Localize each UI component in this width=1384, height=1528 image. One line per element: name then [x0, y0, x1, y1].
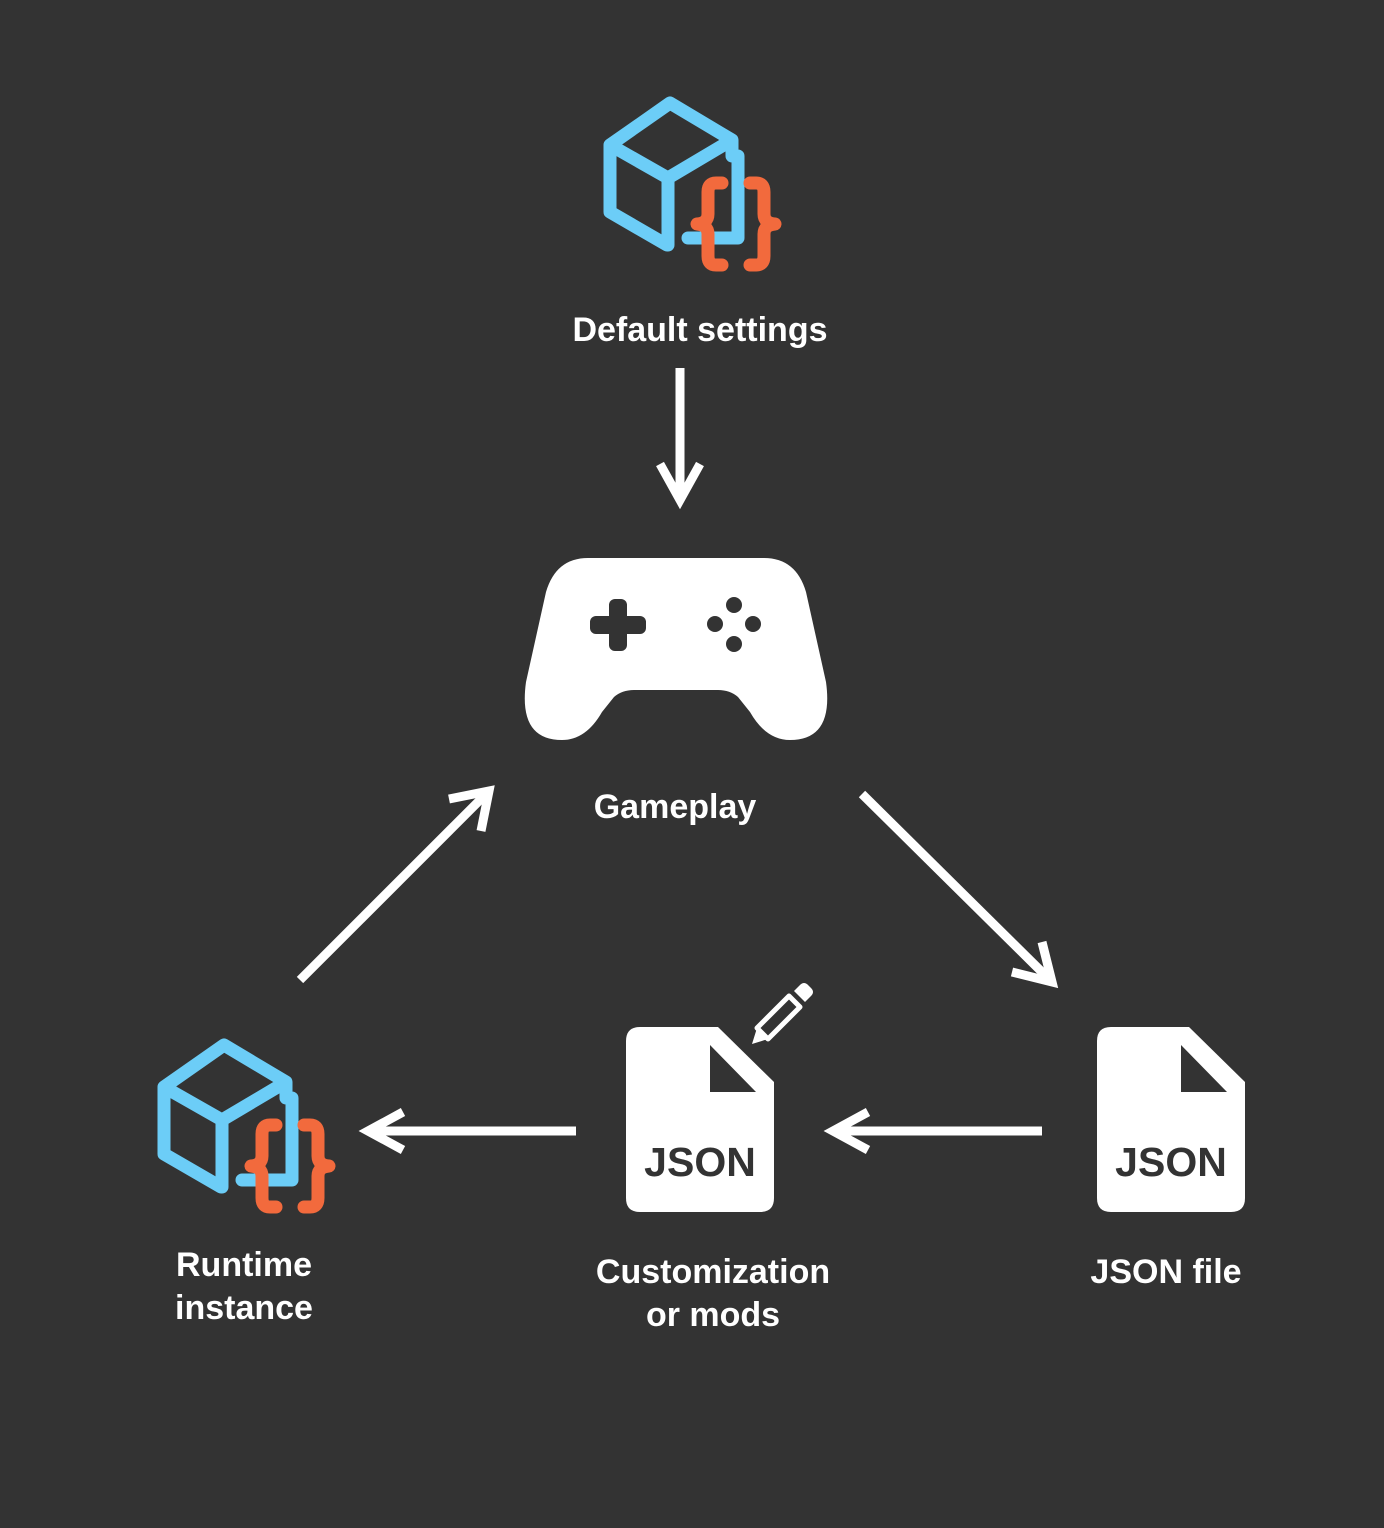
arrow-default-to-gameplay: [656, 368, 704, 510]
arrow-gameplay-to-json-file: [858, 790, 1059, 989]
arrow-customization-to-runtime: [358, 1108, 576, 1154]
default-settings-label: Default settings: [572, 311, 828, 349]
customization-doc-text: JSON: [644, 1139, 756, 1185]
runtime-instance-label-line2: instance: [175, 1289, 313, 1327]
customization-label-line1: Customization: [595, 1253, 831, 1291]
arrow-runtime-to-gameplay: [296, 785, 495, 984]
json-file-label: JSON file: [1090, 1253, 1242, 1291]
gameplay-label: Gameplay: [593, 788, 757, 826]
default-settings-cube-braces-icon: [610, 103, 775, 265]
gamepad-icon: [524, 558, 828, 740]
json-document-icon: JSON: [1097, 1027, 1245, 1212]
json-document-edit-icon: JSON: [626, 983, 813, 1212]
json-file-doc-text: JSON: [1115, 1139, 1227, 1185]
runtime-instance-cube-braces-icon: [164, 1045, 329, 1207]
arrow-json-file-to-customization: [823, 1108, 1042, 1154]
runtime-instance-label-line1: Runtime: [176, 1246, 312, 1284]
customization-label: Customization or mods: [553, 1251, 873, 1337]
runtime-instance-label: Runtime instance: [104, 1244, 384, 1330]
customization-label-line2: or mods: [645, 1296, 781, 1334]
pencil-icon: [752, 983, 813, 1044]
